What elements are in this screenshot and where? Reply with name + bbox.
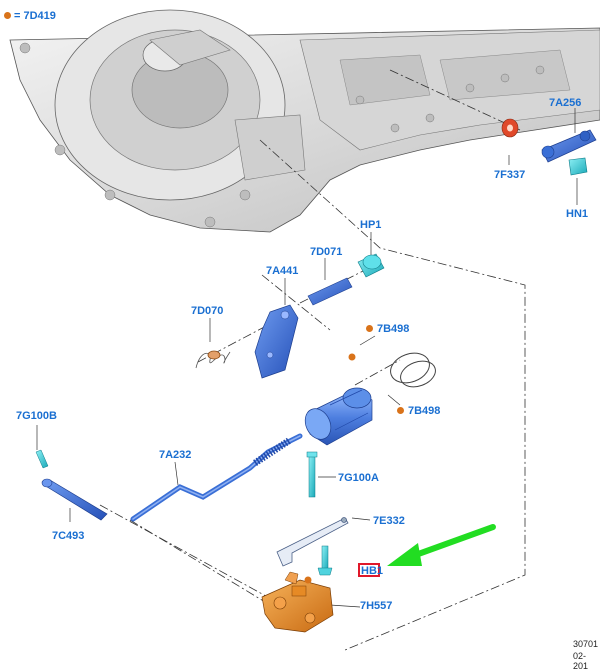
leader-lines — [36, 108, 578, 608]
part-7a441-lever — [254, 304, 299, 379]
part-servo-cylinder — [304, 387, 373, 446]
legend-equals: = — [14, 10, 21, 22]
label-7h557: 7H557 — [360, 600, 393, 612]
label-7b498-bottom: 7B498 — [397, 405, 440, 417]
part-7g100a-bolt — [306, 451, 318, 498]
part-hp1-plug — [357, 253, 385, 278]
part-7g100b-bolt — [35, 449, 49, 469]
part-7a256 — [541, 129, 597, 163]
part-7d071-pin — [307, 277, 353, 306]
part-7d070-spring — [195, 350, 231, 369]
label-7e332: 7E332 — [373, 515, 405, 527]
label-hb1: HB1 — [361, 565, 384, 577]
label-7g100a: 7G100A — [338, 472, 379, 484]
label-7a232: 7A232 — [159, 449, 192, 461]
legend: = 7D419 — [4, 10, 56, 22]
part-hn1-nut — [568, 157, 588, 176]
label-hn1: HN1 — [566, 208, 589, 220]
callout-arrow — [387, 524, 496, 566]
legend-code: 7D419 — [23, 10, 56, 22]
part-hb1-bolt — [317, 545, 333, 576]
part-7f337-seal — [501, 118, 519, 138]
part-7c493-pin — [41, 478, 108, 521]
part-7d419-dot-upper — [348, 353, 356, 361]
label-7f337: 7F337 — [494, 169, 526, 181]
label-hp1: HP1 — [360, 219, 382, 231]
label-7a441: 7A441 — [266, 265, 299, 277]
hb1-highlight-box — [358, 563, 380, 577]
label-7d070: 7D070 — [191, 305, 224, 317]
part-7b498-seal-rings — [390, 352, 436, 388]
part-7e332-bracket — [276, 517, 349, 567]
part-7h557-valve-body — [261, 571, 334, 633]
part-7a232-rod — [130, 433, 303, 522]
label-7d071: 7D071 — [310, 246, 343, 258]
legend-dot-icon — [4, 12, 11, 19]
transmission-housing — [9, 9, 600, 233]
label-7a256: 7A256 — [549, 97, 582, 109]
footer-code-2: 02-201 — [573, 651, 589, 671]
label-7g100b: 7G100B — [16, 410, 57, 422]
label-7c493: 7C493 — [52, 530, 85, 542]
part-7d419-dot-lower — [304, 576, 312, 584]
footer-code-1: 30701 — [573, 639, 599, 649]
label-7b498-top: 7B498 — [366, 323, 409, 335]
